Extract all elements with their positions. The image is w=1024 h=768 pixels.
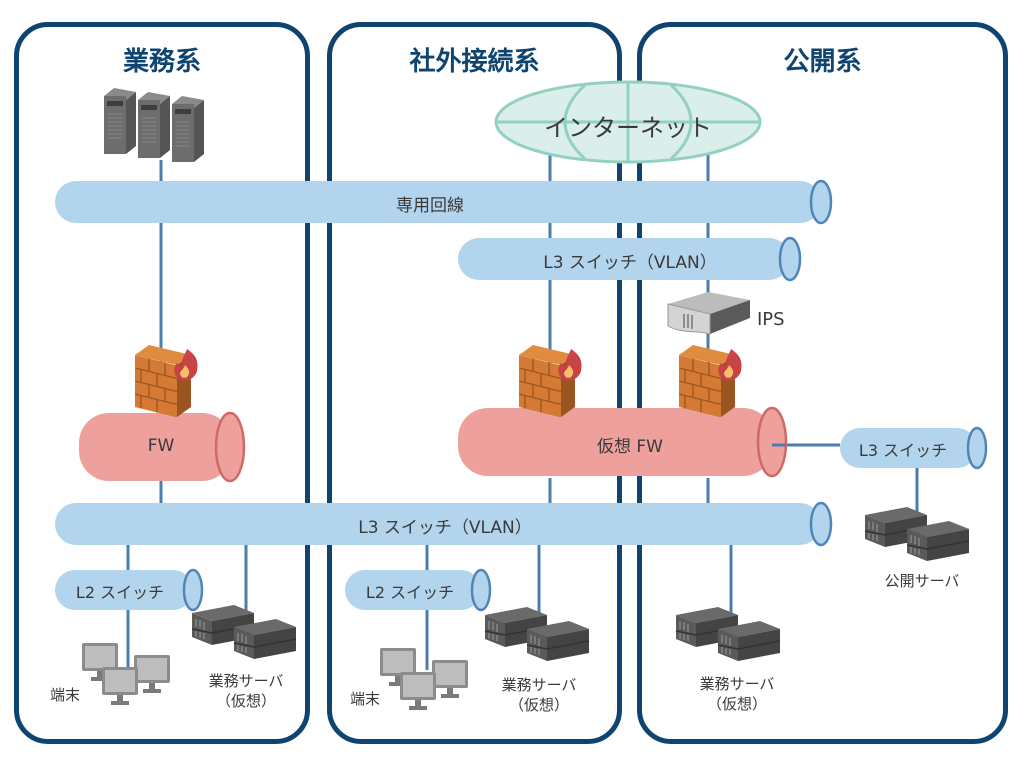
server-rack-icon — [103, 87, 205, 163]
zone-gyomu: 業務系 — [14, 22, 310, 744]
virtual-fw-label: 仮想 FW — [597, 437, 663, 457]
ips-label: IPS — [757, 309, 785, 330]
server-right-label: 業務サーバ （仮想） — [677, 674, 797, 714]
server-right-label-line2: （仮想） — [706, 695, 767, 713]
l2-switch-left-cylinder — [55, 568, 204, 612]
terminal-middle-label: 端末 — [350, 690, 381, 708]
l2-switch-left-label: L2 スイッチ — [75, 583, 165, 602]
leased-line-cylinder — [55, 179, 833, 225]
l3-switch-vlan-bottom-cylinder — [55, 501, 833, 547]
server-icon — [865, 507, 969, 561]
zone-title: 業務系 — [122, 47, 201, 77]
l3-switch-public-label: L3 スイッチ — [858, 441, 948, 460]
server-middle-label-line1: 業務サーバ — [501, 676, 577, 694]
server-icon — [192, 605, 296, 659]
l3-switch-vlan-top-label: L3 スイッチ（VLAN） — [543, 253, 717, 273]
terminal-left-label: 端末 — [50, 686, 81, 704]
fw-label: FW — [147, 436, 175, 456]
terminal-icon — [82, 643, 170, 705]
server-icon — [485, 607, 589, 661]
public-server-label: 公開サーバ — [884, 572, 960, 590]
l2-switch-middle-label: L2 スイッチ — [365, 583, 455, 602]
internet-cloud — [494, 80, 762, 164]
server-left-label-line2: （仮想） — [215, 692, 276, 710]
l3-switch-vlan-top-cylinder — [458, 236, 802, 282]
ips-icon — [667, 292, 750, 335]
firewall-icon — [134, 344, 199, 419]
server-right-label-line1: 業務サーバ — [699, 675, 775, 693]
terminal-icon — [380, 648, 468, 710]
zone-shagai: 社外接続系 — [327, 22, 622, 744]
l2-switch-middle-cylinder — [345, 568, 492, 612]
internet-label: インターネット — [544, 114, 712, 142]
server-icon — [676, 607, 780, 661]
server-left-label: 業務サーバ （仮想） — [186, 671, 306, 711]
zone-kokai: 公開系 — [637, 22, 1008, 744]
virtual-fw-cylinder — [458, 406, 788, 478]
server-middle-label: 業務サーバ （仮想） — [479, 675, 599, 715]
zone-title: 社外接続系 — [409, 47, 540, 77]
firewall-icon — [678, 344, 743, 419]
l3-switch-vlan-bottom-label: L3 スイッチ（VLAN） — [358, 518, 532, 538]
server-middle-label-line2: （仮想） — [508, 696, 569, 714]
fw-cylinder — [79, 411, 246, 483]
zone-title: 公開系 — [783, 47, 862, 77]
server-left-label-line1: 業務サーバ — [208, 672, 284, 690]
leased-line-label: 専用回線 — [396, 196, 464, 216]
firewall-icon — [518, 344, 583, 419]
l3-switch-public-cylinder — [840, 426, 988, 470]
